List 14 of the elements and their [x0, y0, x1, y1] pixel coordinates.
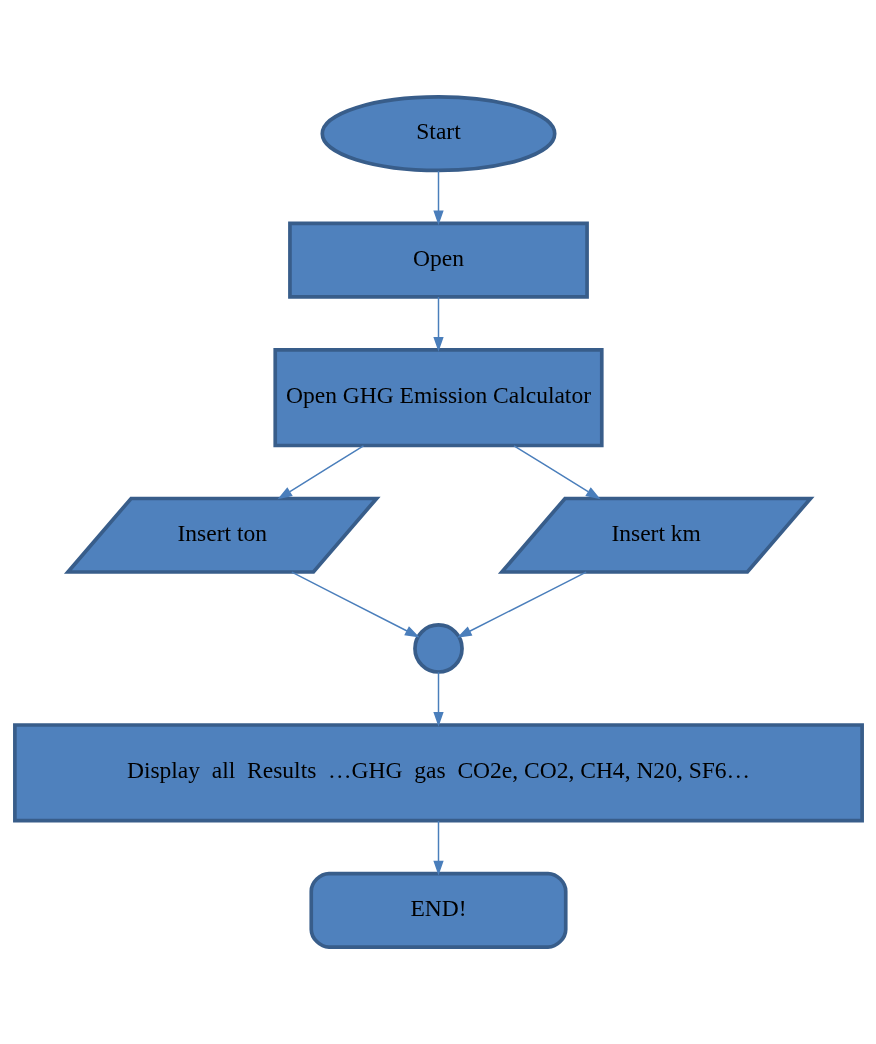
arrow	[512, 445, 601, 500]
node-box: Open GHG Emission Calculator	[272, 348, 604, 448]
arrow	[432, 170, 444, 226]
node-ellipse: Start	[319, 95, 557, 173]
arrow	[432, 820, 444, 876]
node-box: Display all Results …GHG gas CO2e, CO2, CH4, N20, SF6…	[12, 723, 864, 823]
arrow	[290, 571, 420, 638]
node-circle	[412, 623, 464, 674]
arrow	[277, 445, 364, 500]
node-box: Open	[287, 221, 589, 299]
arrow	[432, 671, 444, 727]
arrow	[432, 296, 444, 352]
arrow	[456, 571, 587, 638]
node-box: END!	[308, 871, 568, 949]
